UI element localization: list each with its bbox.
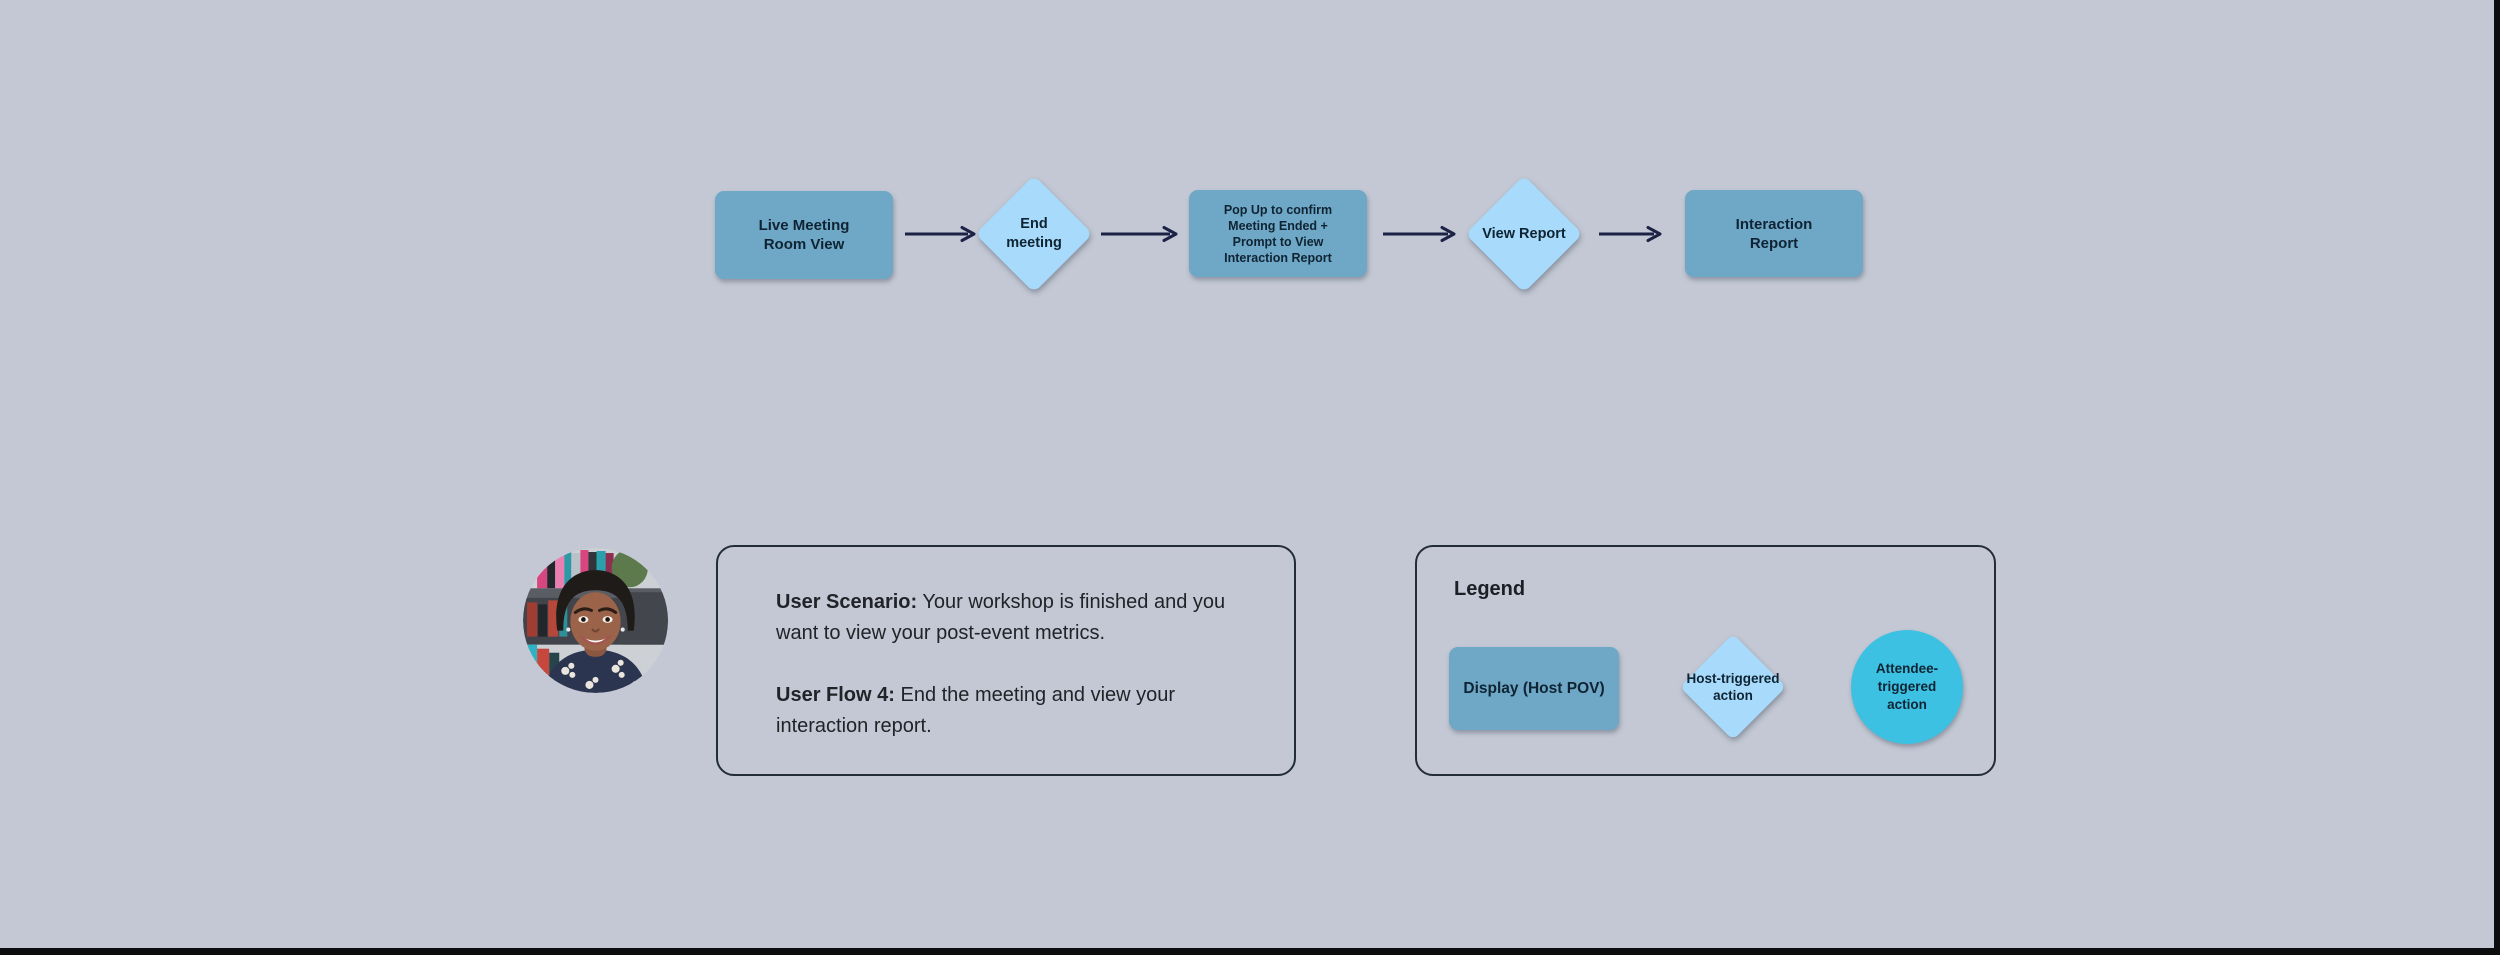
legend-title: Legend xyxy=(1454,578,1526,600)
user-scenario-paragraph: User Scenario: Your workshop is finished… xyxy=(776,587,1242,649)
user-scenario-text: Your workshop is finished and you want t… xyxy=(776,591,1226,644)
user-flow-label: User Flow 4: xyxy=(776,684,895,706)
legend-item-display-host-pov[interactable]: Display (Host POV) xyxy=(1449,647,1619,730)
arrow-right-icon xyxy=(1599,226,1662,242)
flow-node-label: Pop Up to confirm Meeting Ended + Prompt… xyxy=(1223,202,1333,265)
legend-item-host-triggered-action[interactable]: Host-triggered action xyxy=(1680,634,1786,740)
flow-arrow[interactable] xyxy=(1598,225,1664,248)
legend-item-attendee-triggered-action[interactable]: Attendee- triggered action xyxy=(1851,630,1963,744)
avatar[interactable] xyxy=(523,548,668,693)
user-flow-text: End the meeting and view your interactio… xyxy=(776,684,1176,737)
flow-arrow[interactable] xyxy=(1100,225,1180,248)
legend-item-label: Attendee- triggered action xyxy=(1875,661,1939,712)
flow-node-label: Interaction Report xyxy=(1735,215,1813,252)
flow-node-view-report[interactable]: View Report xyxy=(1465,175,1583,293)
diamond-shape-icon xyxy=(1682,636,1784,738)
flow-node-label: View Report xyxy=(1482,225,1566,242)
flow-node-live-meeting-room-view[interactable]: Live Meeting Room View xyxy=(715,191,893,279)
bottom-edge-bar xyxy=(0,948,2500,955)
legend-item-label: Display (Host POV) xyxy=(1463,679,1605,697)
legend-box[interactable]: Legend Display (Host POV) Host-triggered… xyxy=(1415,545,1996,776)
right-edge-bar xyxy=(2494,0,2500,955)
flow-node-popup-confirm[interactable]: Pop Up to confirm Meeting Ended + Prompt… xyxy=(1189,190,1367,277)
flow-node-interaction-report[interactable]: Interaction Report xyxy=(1685,190,1863,277)
profile-photo xyxy=(523,548,668,693)
arrow-right-icon xyxy=(1101,226,1178,242)
arrow-right-icon xyxy=(905,226,976,242)
flow-arrow[interactable] xyxy=(904,225,978,248)
arrow-right-icon xyxy=(1383,226,1456,242)
diamond-shape-icon xyxy=(1468,178,1580,290)
diamond-shape-icon xyxy=(978,178,1090,290)
flow-node-label: Live Meeting Room View xyxy=(758,217,850,253)
legend-item-label: Host-triggered action xyxy=(1686,671,1780,703)
user-scenario-textbox[interactable]: User Scenario: Your workshop is finished… xyxy=(716,545,1296,776)
user-flow-paragraph: User Flow 4: End the meeting and view yo… xyxy=(776,680,1242,742)
flow-arrow[interactable] xyxy=(1382,225,1458,248)
flow-node-label: End meeting xyxy=(1006,216,1062,251)
user-scenario-label: User Scenario: xyxy=(776,591,918,613)
flow-node-end-meeting[interactable]: End meeting xyxy=(975,175,1093,293)
